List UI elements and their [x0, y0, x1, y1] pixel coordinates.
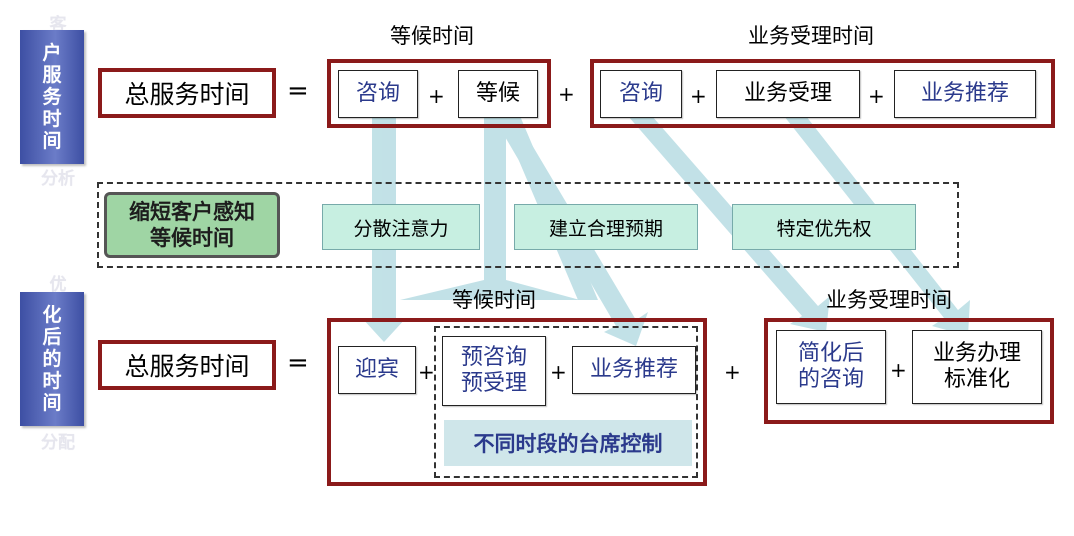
tab-char: 后 [42, 326, 62, 348]
strategy-priority: 特定优先权 [732, 204, 916, 250]
ghost-bottom-text: 分配 [41, 433, 75, 453]
arrow-wait-to-waitgroup [400, 118, 580, 300]
business-time-heading: 业务受理时间 [826, 288, 952, 312]
wait-time-heading: 等候时间 [452, 288, 536, 312]
welcome-item: 迎宾 [338, 346, 416, 394]
tab-char: 务 [42, 86, 62, 108]
ghost-top-text: 优 [49, 275, 67, 295]
shorten-wait-title: 缩短客户感知等候时间 [104, 192, 280, 258]
total-service-time-label: 总服务时间 [124, 80, 250, 109]
business-consult-item: 咨询 [600, 70, 682, 118]
plus-sign: + [868, 84, 885, 108]
wait-time-group [327, 59, 551, 128]
standardized-handling-item: 业务办理 标准化 [912, 330, 1042, 404]
wait-item: 等候 [458, 70, 538, 118]
ghost-bottom-text: 分析 [41, 169, 75, 189]
business-recommend-item: 业务推荐 [894, 70, 1036, 118]
tab-char: 时 [42, 108, 62, 130]
wait-time-heading: 等候时间 [390, 24, 474, 48]
optimized-wait-group [327, 318, 707, 486]
tab-char: 时 [42, 370, 62, 392]
arrow-consult-to-simplified [628, 116, 830, 332]
plus-sign: + [558, 82, 575, 106]
equals-sign: = [287, 76, 309, 106]
strategy-distract: 分散注意力 [322, 204, 480, 250]
total-service-time-label: 总服务时间 [124, 352, 250, 381]
shorten-wait-strategies [97, 182, 959, 268]
counter-control-area [434, 326, 698, 478]
business-time-group [590, 59, 1055, 128]
total-service-time-box: 总服务时间 [98, 68, 276, 118]
tab-char: 户 [42, 42, 62, 64]
plus-sign: + [418, 360, 435, 384]
pre-consult-item: 预咨询 预受理 [442, 336, 546, 406]
side-tab-customer-analysis: 户 服 务 时 间 [20, 30, 84, 164]
consult-item: 咨询 [338, 70, 418, 118]
side-tab-optimized: 化 后 的 时 间 [20, 292, 84, 426]
plus-sign: + [550, 360, 567, 384]
strategy-expectation: 建立合理预期 [514, 204, 698, 250]
simplified-consult-item: 简化后 的咨询 [776, 330, 886, 404]
plus-sign: + [428, 84, 445, 108]
equals-sign: = [287, 348, 309, 378]
recommend-item: 业务推荐 [572, 346, 696, 394]
tab-char: 化 [42, 304, 62, 326]
counter-control-label: 不同时段的台席控制 [444, 420, 692, 466]
plus-sign: + [724, 360, 741, 384]
tab-char: 服 [42, 64, 62, 86]
plus-sign: + [690, 84, 707, 108]
tab-char: 间 [42, 130, 62, 152]
tab-char: 的 [42, 348, 62, 370]
tab-char: 间 [42, 392, 62, 414]
business-time-heading: 业务受理时间 [748, 24, 874, 48]
optimized-business-group [764, 318, 1054, 424]
total-service-time-box: 总服务时间 [98, 340, 276, 390]
business-handling-item: 业务受理 [716, 70, 860, 118]
plus-sign: + [890, 358, 907, 382]
